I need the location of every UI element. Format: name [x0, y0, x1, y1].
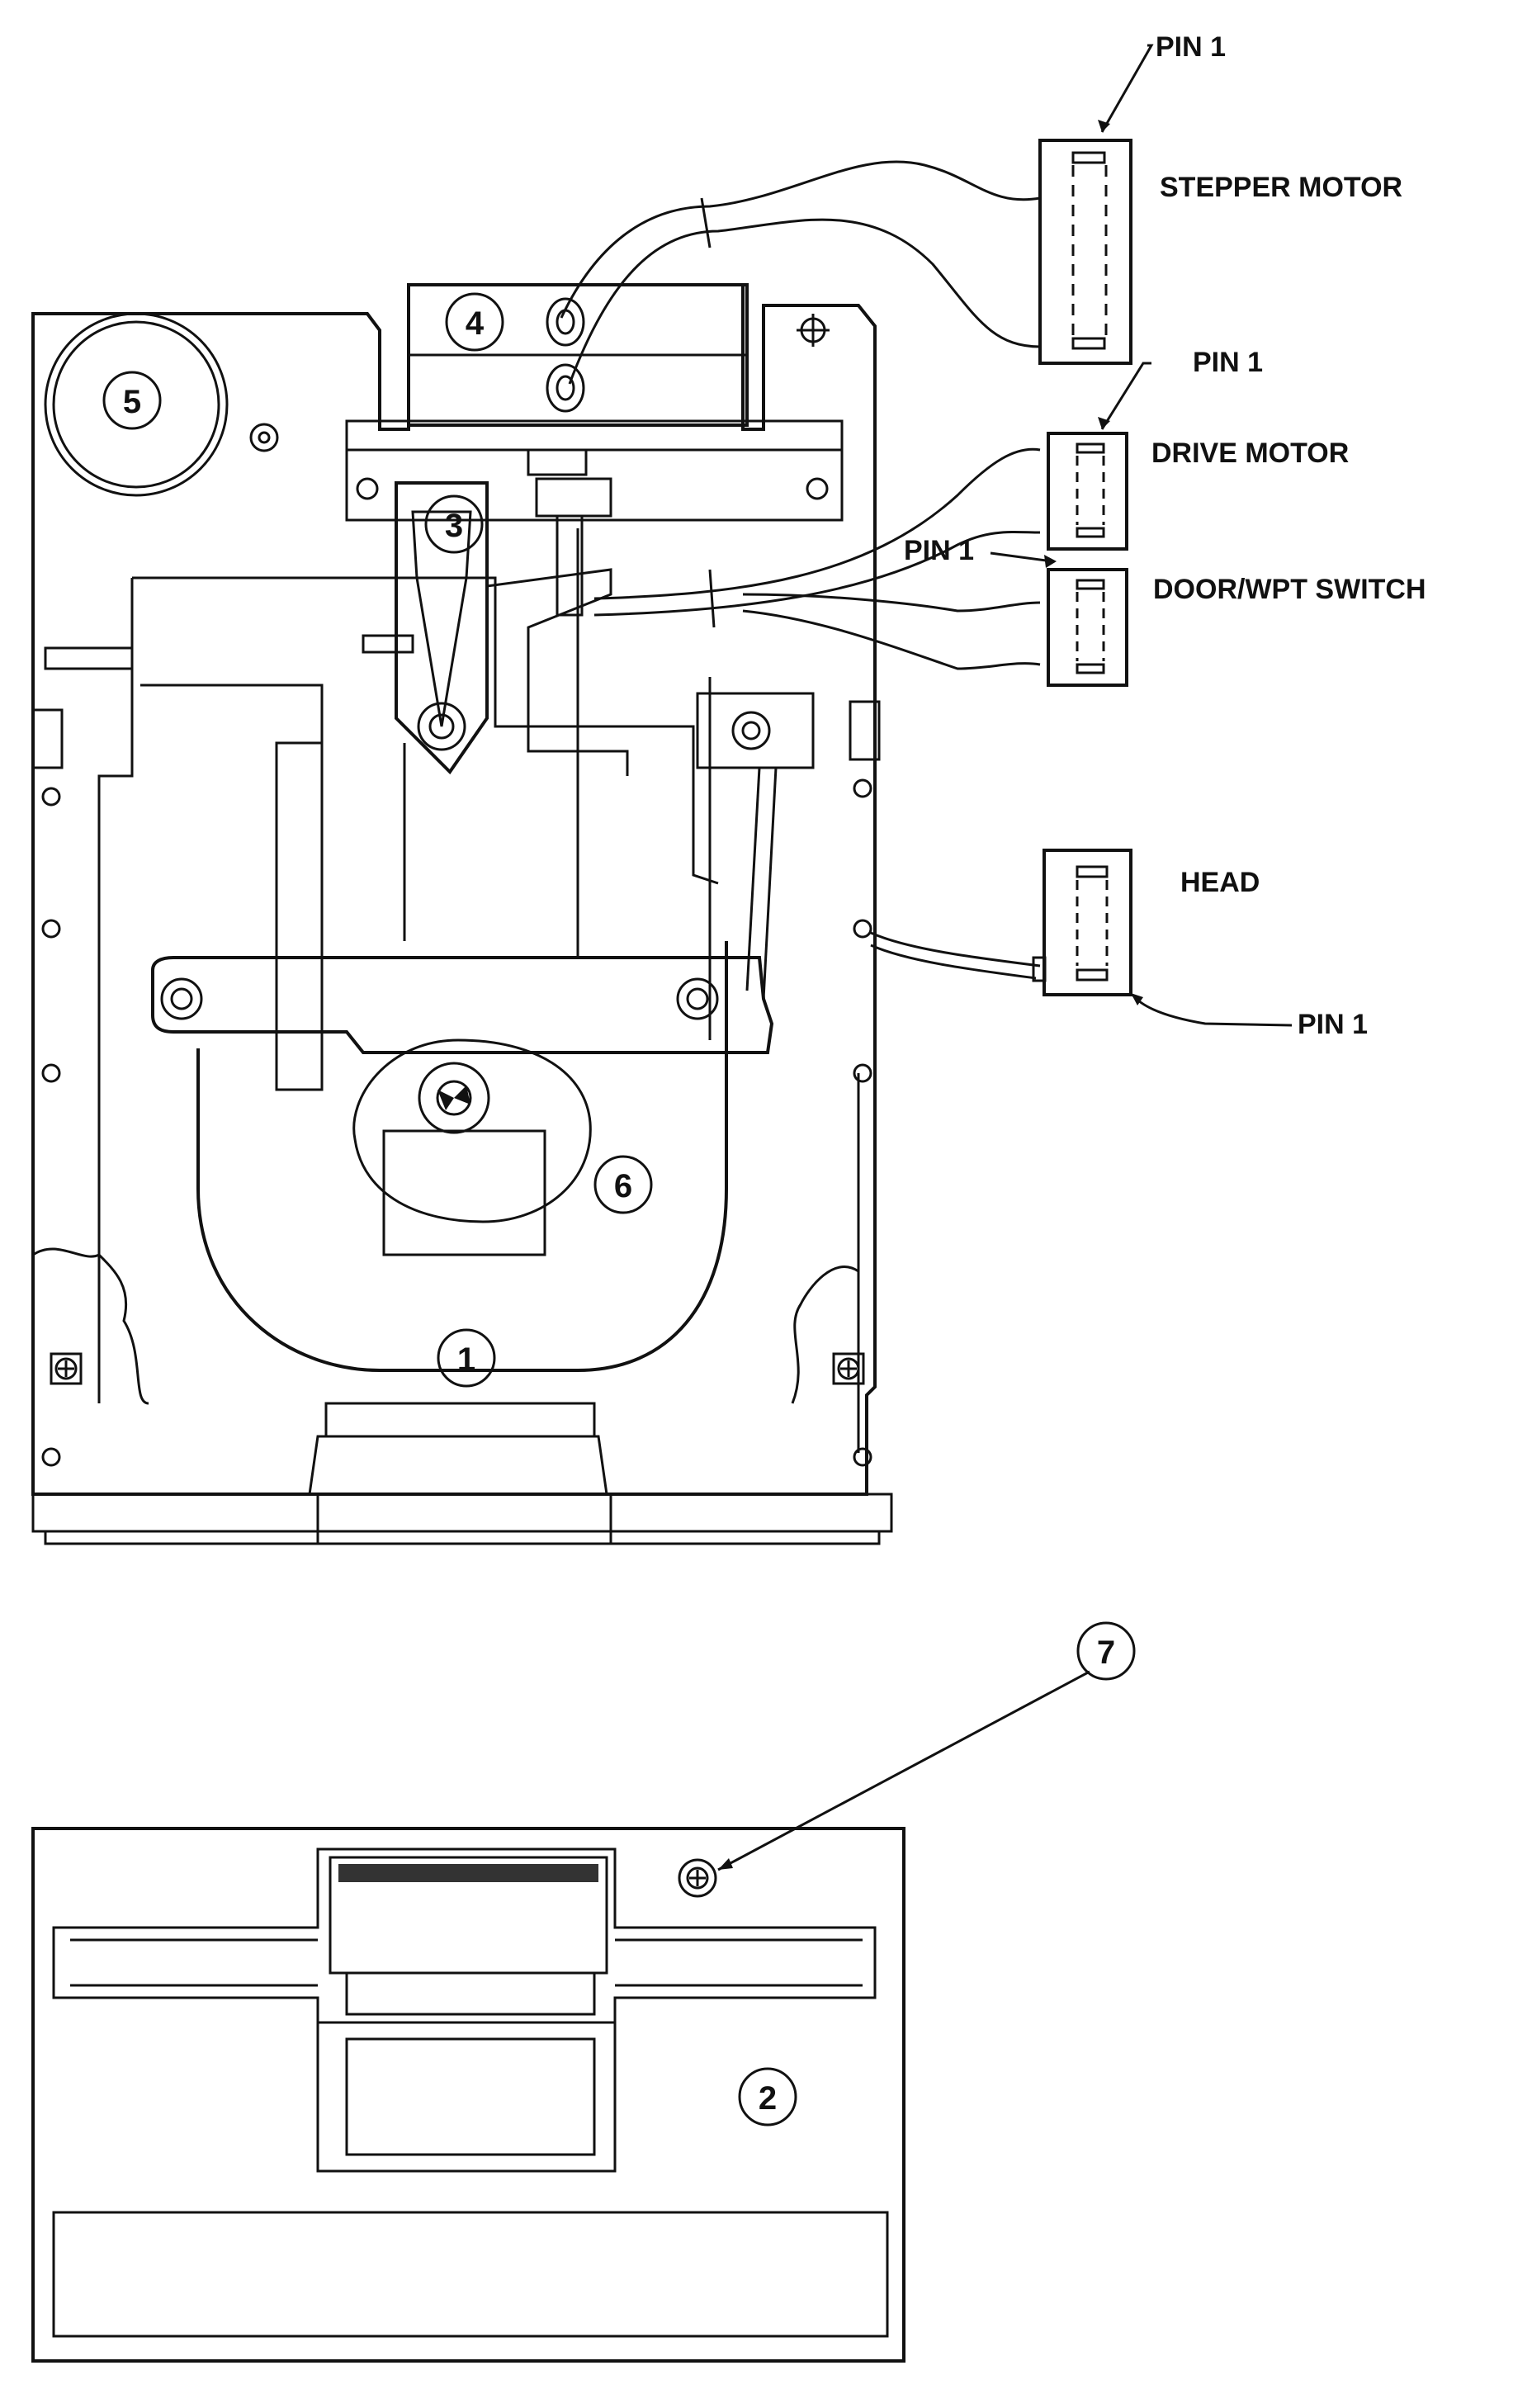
- callout-3-number: 3: [445, 508, 463, 544]
- callout-2: 2: [738, 2067, 797, 2127]
- front-bezel: [31, 1670, 1090, 2363]
- pin1-leaders: [990, 44, 1293, 1027]
- callout-4-number: 4: [466, 305, 485, 342]
- callout-1-number: 1: [457, 1341, 475, 1378]
- cables: [560, 160, 1041, 980]
- connector-drive-motor: [1047, 432, 1128, 551]
- pin1-head-label: PIN 1: [1298, 1009, 1368, 1040]
- stepper-motor-label: STEPPER MOTOR: [1160, 172, 1402, 203]
- connector-stepper: [1038, 139, 1132, 365]
- pin1-drive-label: PIN 1: [1193, 347, 1263, 378]
- pin1-door-label: PIN 1: [904, 535, 974, 566]
- drive-chassis: [31, 283, 893, 1545]
- callout-7-number: 7: [1097, 1635, 1115, 1671]
- callout-3: 3: [424, 494, 484, 554]
- spindle-hub: [196, 941, 728, 1372]
- callout-6: 6: [593, 1155, 653, 1214]
- stepper-assembly: [345, 283, 844, 776]
- callout-7: 7: [1076, 1621, 1136, 1681]
- pin1-stepper-label: PIN 1: [1156, 31, 1226, 63]
- callout-4: 4: [445, 292, 504, 352]
- callout-2-number: 2: [759, 2080, 777, 2117]
- door-wpt-switch-label: DOOR/WPT SWITCH: [1153, 574, 1426, 605]
- callout-6-number: 6: [614, 1168, 632, 1204]
- drive-motor-label: DRIVE MOTOR: [1151, 438, 1349, 469]
- callout-5-number: 5: [123, 384, 141, 420]
- connector-head: [1032, 849, 1132, 996]
- callout-1: 1: [437, 1328, 496, 1388]
- callout-5: 5: [102, 371, 162, 430]
- load-arm: [151, 956, 774, 1054]
- head-label: HEAD: [1180, 867, 1260, 898]
- connector-door-switch: [1047, 568, 1128, 687]
- bracket-right: [696, 692, 815, 1000]
- pulley-5: [44, 312, 229, 497]
